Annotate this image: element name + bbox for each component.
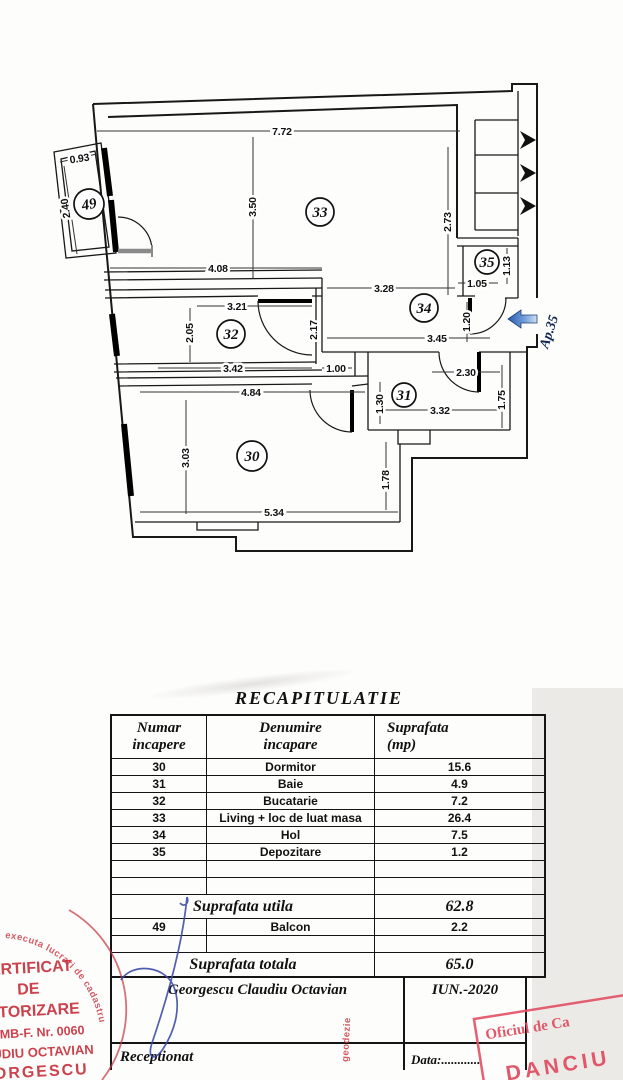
dimension-label: 0.93 <box>69 152 91 167</box>
kitchen-window-band <box>109 313 120 357</box>
recap-title: RECAPITULATIE <box>234 688 404 708</box>
dimension-label: 3.32 <box>430 405 450 417</box>
svg-text:34: 34 <box>416 301 433 317</box>
dimension-lines <box>59 130 508 514</box>
balcony-window-band <box>101 147 119 253</box>
entrance-arrow-icon <box>507 309 538 329</box>
dimension-label: 7.72 <box>272 126 292 138</box>
room-number-badge: 34 <box>409 293 439 323</box>
entrance-apartment-label: Ap.35 <box>537 314 562 352</box>
dimension-label: 1.00 <box>326 363 346 375</box>
dimension-label: 5.34 <box>264 507 284 519</box>
floor-plan: Ap.35 <box>53 83 562 552</box>
dimension-label: 3.28 <box>374 283 394 295</box>
dimension-label: 1.13 <box>501 256 513 276</box>
stamp-line: RO-MB-F. Nr. 0060 <box>0 1023 85 1043</box>
dimension-label: 1.30 <box>374 394 386 414</box>
suprafata-totala-row: Suprafata totala 65.0 <box>110 952 546 978</box>
walls <box>92 83 538 552</box>
surveyor-name: Georgescu Claudiu Octavian <box>112 978 405 1042</box>
dimension-label: 1.75 <box>496 390 508 410</box>
suprafata-utila-row: Suprafata utila 62.8 <box>110 894 546 919</box>
chevron-door-icon <box>520 197 536 215</box>
kitchen-door-arc <box>257 300 313 356</box>
signature-block: Georgescu Claudiu Octavian IUN.-2020 <box>110 978 527 1044</box>
dimension-label: 3.21 <box>227 301 247 313</box>
stamp-line: DE <box>17 980 40 998</box>
dimension-label: 4.08 <box>208 263 228 275</box>
room-number-badge: 32 <box>216 319 246 349</box>
dimension-label: 1.78 <box>380 470 392 490</box>
svg-text:35: 35 <box>479 255 496 271</box>
dimension-label: 4.84 <box>241 387 261 399</box>
doors <box>117 216 507 433</box>
svg-text:49: 49 <box>79 196 98 215</box>
empty-row <box>110 860 546 878</box>
empty-row <box>110 935 546 953</box>
room-number-badge: 31 <box>391 382 417 408</box>
empty-row <box>110 877 546 895</box>
bathroom-door-arc <box>438 351 480 393</box>
svg-text:31: 31 <box>396 388 412 404</box>
chevron-door-icon <box>520 131 536 149</box>
bedroom-window-band <box>121 423 134 497</box>
dimension-label: 1.20 <box>461 312 473 332</box>
chevron-door-icon <box>520 164 536 182</box>
data-label: Data:............ <box>411 1052 481 1067</box>
svg-text:33: 33 <box>312 205 329 221</box>
bedroom-door-arc <box>309 389 353 433</box>
dimension-label: 3.45 <box>427 333 447 345</box>
stamp-line: GEORGESCU <box>0 1061 89 1080</box>
room-number-badge: 33 <box>305 197 335 227</box>
entrance-door-arc <box>469 297 507 335</box>
survey-date: IUN.-2020 <box>431 982 499 998</box>
dimension-label: 3.03 <box>180 448 192 468</box>
dimension-label: 3.50 <box>247 197 259 217</box>
room-number-badges: 49 33 35 34 32 31 30 <box>73 188 500 472</box>
dimension-labels: 7.72 3.50 2.73 4.08 0.93 2.40 3.21 2.05 … <box>56 124 515 522</box>
window-bands <box>101 147 134 497</box>
stamp-curved-text: executa lucrari de cadastru <box>5 930 108 1024</box>
room-number-badge: 49 <box>73 188 105 220</box>
stamp-line: AUTORIZARE <box>0 1000 81 1022</box>
dimension-label: 2.30 <box>456 367 476 379</box>
dimension-label: 1.05 <box>467 278 487 290</box>
receptionat-label: Receptionat <box>112 1044 405 1070</box>
stamp-line: CERTIFICAT <box>0 958 73 980</box>
neighbor-door-icons <box>520 131 536 215</box>
svg-text:30: 30 <box>244 449 261 465</box>
balcony-door-arc <box>117 216 153 252</box>
dimension-label: 2.73 <box>442 212 454 232</box>
dimension-label: 2.05 <box>184 323 196 343</box>
stamp-line: CLAUDIU OCTAVIAN <box>0 1042 94 1064</box>
svg-text:32: 32 <box>223 327 240 343</box>
dimension-label: 3.42 <box>223 363 243 375</box>
room-number-badge: 30 <box>236 440 268 472</box>
reception-row: Receptionat Data:............ <box>110 1044 527 1070</box>
header-suprafata: Suprafata(mp) <box>374 714 546 759</box>
room-number-badge: 35 <box>474 249 500 275</box>
dimension-label: 2.40 <box>59 198 74 219</box>
dimension-label: 2.17 <box>308 320 320 340</box>
balcony-outline <box>53 142 117 259</box>
